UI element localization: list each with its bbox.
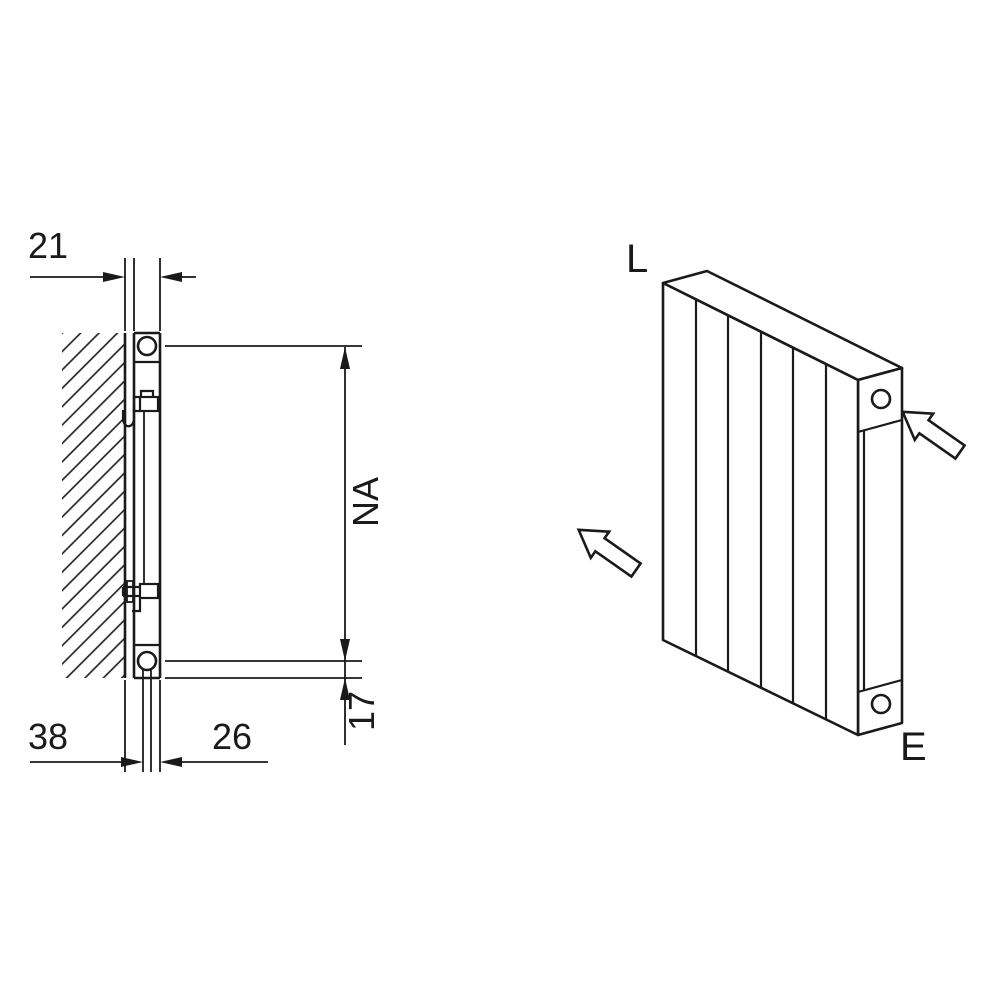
dimension-38-label: 38 (28, 716, 68, 757)
dimension-axis-offset: 26 (160, 716, 268, 767)
dimension-hub-to-bottom: 17 (340, 678, 382, 731)
anchor-bolt (121, 585, 140, 598)
flow-arrow-inlet (900, 410, 967, 461)
panel-seam-lines (694, 299, 828, 719)
dimension-21-label: 21 (28, 225, 68, 266)
dimension-arrowhead (103, 272, 125, 282)
bracket-tab (139, 389, 155, 397)
top-hub (136, 335, 158, 357)
dimension-26-label: 26 (212, 716, 252, 757)
top-connection-hub (870, 388, 892, 410)
side-view: 21 (28, 225, 386, 772)
radiator-profile (132, 331, 162, 680)
dimension-arrowhead (121, 757, 143, 767)
bracket-foot (132, 598, 142, 613)
bottom-hub (136, 650, 158, 672)
bracket-block (138, 395, 160, 413)
dimension-17-label: 17 (341, 691, 382, 731)
upper-mounting-bracket (121, 389, 160, 428)
bottom-extension-lines (124, 670, 161, 772)
side-channel (857, 388, 903, 715)
channel-bottom-line (857, 678, 903, 694)
dimension-arrowhead (340, 347, 350, 369)
isometric-view: L E (576, 237, 967, 769)
bolt-head (126, 580, 134, 603)
dimension-arrowhead (160, 757, 182, 767)
dimension-na-label: NA (345, 477, 386, 527)
bottom-connection-hub (870, 693, 892, 715)
wall-hatching (62, 333, 125, 678)
radiator-body (661, 269, 904, 737)
top-extension-lines (124, 258, 161, 331)
right-extension-lines (165, 345, 362, 679)
dimension-arrowhead (340, 639, 350, 661)
dimension-wall-clearance: 21 (28, 225, 196, 282)
flow-arrow-outlet (576, 528, 643, 579)
bracket-hook (121, 403, 136, 428)
bracket-block (138, 582, 160, 600)
dimension-hub-spacing: NA (340, 347, 386, 745)
dimension-arrowhead (340, 678, 350, 700)
label-E: E (900, 725, 927, 769)
dimension-wall-to-axis: 38 (28, 716, 143, 767)
lower-mounting-bracket (121, 580, 160, 613)
label-L: L (626, 237, 648, 281)
dimension-arrowhead (160, 272, 182, 282)
channel-top-line (857, 418, 903, 434)
